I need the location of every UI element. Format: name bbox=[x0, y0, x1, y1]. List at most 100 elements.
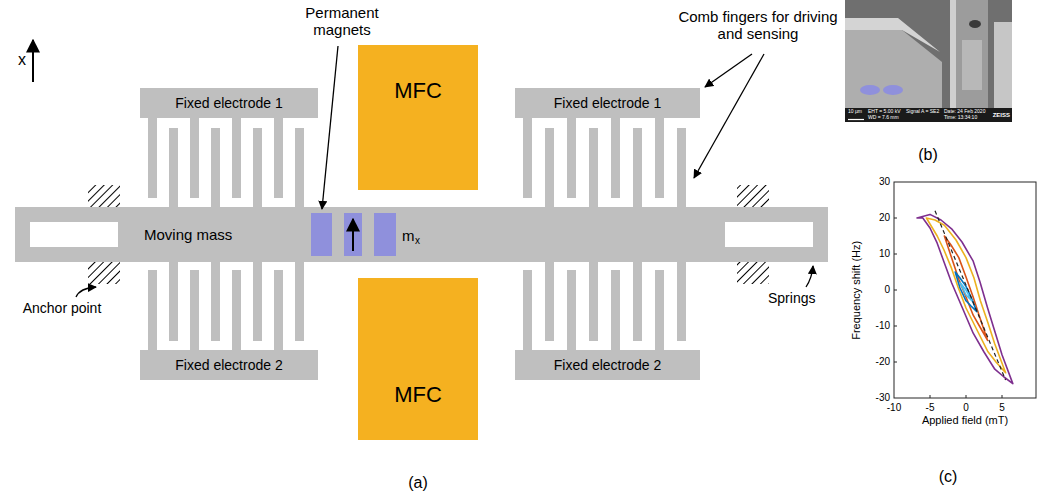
tick-label: -20 bbox=[876, 356, 890, 368]
moving-mass-band bbox=[15, 207, 828, 262]
sem-info: Date: 24 Feb 2020 bbox=[944, 109, 985, 115]
sem-structure bbox=[962, 40, 982, 90]
panel-label: (c) bbox=[939, 468, 958, 486]
tick bbox=[894, 290, 897, 291]
electrode-head: Fixed electrode 2 bbox=[515, 350, 700, 380]
scale-bar bbox=[848, 119, 864, 120]
callout-label: Anchor point bbox=[23, 300, 102, 316]
mfc-block: MFC bbox=[358, 278, 478, 440]
loop-curve bbox=[955, 272, 977, 312]
magnet bbox=[311, 213, 332, 256]
anchor-square bbox=[737, 262, 769, 284]
moving-finger bbox=[545, 128, 554, 207]
electrode-head: Fixed electrode 1 bbox=[515, 88, 700, 118]
linear-fit-line bbox=[935, 211, 1006, 380]
tick-label: 30 bbox=[879, 176, 890, 188]
axis-title: Applied field (mT) bbox=[922, 414, 1008, 427]
sem-image bbox=[845, 0, 1012, 122]
tick-label: 0 bbox=[963, 402, 969, 414]
sem-info: 10 µm bbox=[848, 109, 862, 115]
fixed-finger bbox=[567, 118, 576, 198]
anchor-square bbox=[737, 185, 769, 207]
panel-label: (b) bbox=[918, 146, 938, 164]
electrode-head: Fixed electrode 2 bbox=[140, 350, 318, 380]
loop-curve bbox=[926, 218, 1005, 373]
node-text: Fixed electrode 1 bbox=[175, 95, 282, 111]
tick-label: -10 bbox=[887, 402, 901, 414]
spring-slot bbox=[30, 222, 118, 247]
leader-line bbox=[76, 287, 96, 297]
leader-line bbox=[705, 54, 752, 87]
moving-finger bbox=[253, 262, 262, 341]
sem-magnet bbox=[883, 85, 903, 95]
tick-label: 10 bbox=[879, 248, 890, 260]
fixed-finger bbox=[655, 270, 664, 350]
tick-marks bbox=[894, 218, 1002, 398]
tick bbox=[930, 395, 931, 398]
tick bbox=[894, 362, 897, 363]
sem-info-bar bbox=[845, 108, 1012, 122]
sem-hole bbox=[969, 20, 981, 28]
data-curves bbox=[917, 211, 1013, 384]
moving-finger bbox=[633, 128, 642, 207]
sem-info: WD = 7.6 mm bbox=[868, 115, 899, 121]
magnetization-arrow bbox=[352, 219, 354, 251]
sem-logo: ZEISS bbox=[993, 112, 1010, 119]
sem-info: EHT = 5.00 kV bbox=[868, 109, 901, 115]
node-text: Fixed electrode 2 bbox=[175, 357, 282, 373]
panel-label: (a) bbox=[408, 474, 428, 492]
fixed-finger bbox=[190, 270, 199, 350]
sem-structure bbox=[950, 0, 956, 108]
spring-slot bbox=[725, 222, 813, 247]
plot-box bbox=[894, 182, 1036, 398]
moving-finger bbox=[589, 262, 598, 341]
fixed-finger bbox=[655, 118, 664, 198]
callout-label: Permanent magnets bbox=[292, 4, 392, 39]
callout-label: Springs bbox=[768, 290, 815, 306]
sem-info: Signal A = SE2 bbox=[906, 109, 939, 115]
node-text: Fixed electrode 1 bbox=[554, 95, 661, 111]
axis-line bbox=[32, 40, 34, 82]
loop-curve bbox=[944, 236, 987, 340]
sem-structure bbox=[845, 30, 942, 108]
node-text: MFC bbox=[394, 382, 442, 407]
moving-finger bbox=[253, 128, 262, 207]
magnet bbox=[374, 213, 396, 256]
sem-structure bbox=[845, 18, 940, 52]
callout-label: Comb fingers for driving and sensing bbox=[672, 8, 844, 43]
loop-curve bbox=[917, 214, 1013, 383]
sem-info: Time: 13:34:10 bbox=[944, 115, 977, 121]
node-text: Moving mass bbox=[144, 226, 232, 243]
fixed-finger bbox=[567, 270, 576, 350]
fixed-finger bbox=[611, 118, 620, 198]
fixed-finger bbox=[148, 270, 157, 350]
axis-label: x bbox=[18, 51, 26, 69]
moving-finger bbox=[677, 262, 686, 341]
permanent-magnets bbox=[311, 213, 396, 256]
leader-line bbox=[694, 54, 764, 178]
magnet bbox=[344, 213, 362, 256]
hysteresis-plot bbox=[894, 182, 1036, 398]
node-text: Fixed electrode 2 bbox=[554, 357, 661, 373]
tick bbox=[1002, 395, 1003, 398]
fixed-finger bbox=[523, 118, 532, 198]
moving-finger bbox=[545, 262, 554, 341]
moving-mass: Moving mass bbox=[120, 207, 715, 262]
anchor-square bbox=[88, 262, 120, 284]
anchor-square bbox=[88, 185, 120, 207]
moving-finger bbox=[295, 128, 304, 207]
moving-finger bbox=[169, 262, 178, 341]
tick-label: 20 bbox=[879, 212, 890, 224]
moving-finger bbox=[589, 128, 598, 207]
electrode-head: Fixed electrode 1 bbox=[140, 88, 318, 118]
sem-magnet bbox=[860, 85, 880, 95]
sem-structure bbox=[950, 0, 988, 108]
tick bbox=[894, 254, 897, 255]
axis-arrow bbox=[33, 40, 34, 82]
moment-subscript: x bbox=[415, 235, 420, 247]
tick-label: -5 bbox=[926, 402, 935, 414]
sem-structure bbox=[994, 22, 1012, 108]
mfc-block: MFC bbox=[358, 45, 478, 190]
fixed-finger bbox=[274, 118, 283, 198]
moving-finger bbox=[169, 128, 178, 207]
